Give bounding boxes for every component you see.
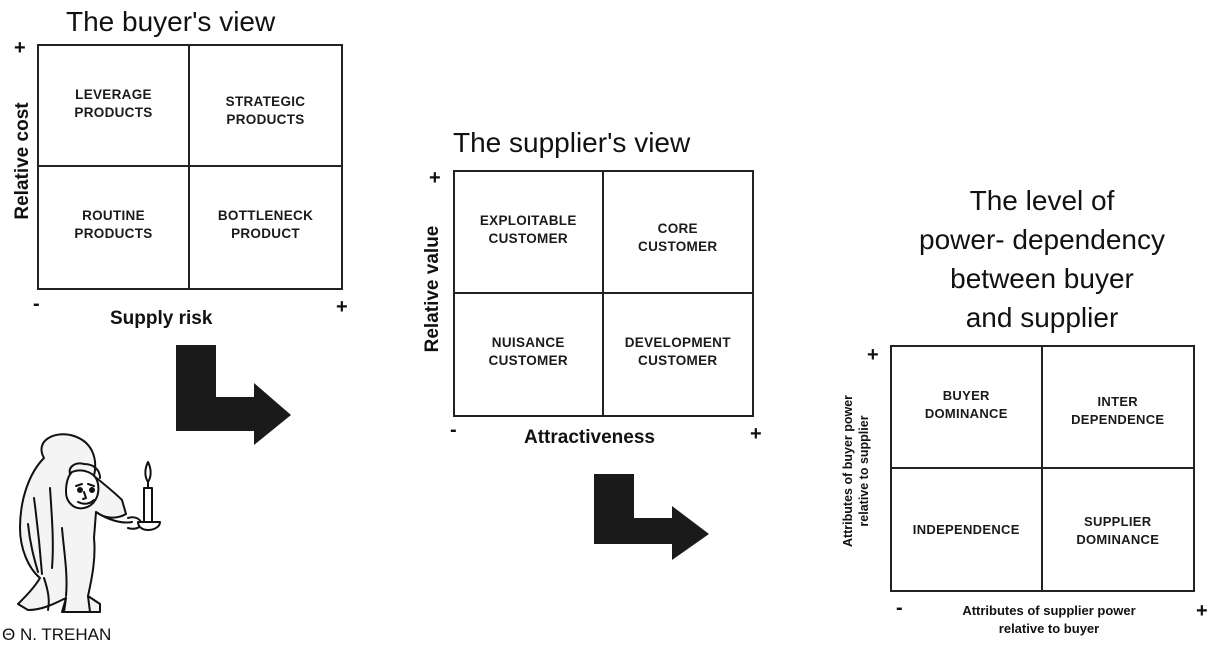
- power-cell-supplier-dominance: SUPPLIER DOMINANCE: [1043, 469, 1194, 591]
- cell-line: PRODUCTS: [74, 226, 153, 241]
- cell-line: LEVERAGE: [75, 87, 152, 102]
- cell-line: PRODUCTS: [74, 105, 153, 120]
- cell-line: ROUTINE: [82, 208, 145, 223]
- title-line: The level of: [969, 185, 1115, 216]
- arrow-down-right-icon: [176, 345, 291, 445]
- power-x-axis-label: Attributes of supplier power relative to…: [925, 602, 1173, 638]
- buyer-cell-routine: ROUTINE PRODUCTS: [39, 167, 190, 288]
- cell-line: INTER: [1097, 394, 1138, 409]
- buyer-matrix: LEVERAGE PRODUCTS STRATEGIC PRODUCTS ROU…: [37, 44, 343, 290]
- cell-line: EXPLOITABLE: [479, 213, 577, 228]
- arrow-down-right-icon: [594, 474, 709, 560]
- power-y-axis-label: Attributes of buyer power relative to su…: [840, 376, 872, 566]
- cell-line: PRODUCTS: [226, 112, 305, 127]
- buyer-y-plus: +: [14, 37, 26, 59]
- buyer-x-plus: +: [336, 296, 348, 318]
- cell-line: DOMINANCE: [1076, 531, 1160, 547]
- supplier-cell-exploitable: EXPLOITABLE CUSTOMER: [455, 172, 604, 294]
- buyer-x-minus: -: [33, 293, 40, 315]
- axis-line: Attributes of supplier power: [962, 603, 1136, 618]
- buyer-cell-leverage: LEVERAGE PRODUCTS: [39, 46, 190, 167]
- power-x-plus: +: [1196, 600, 1208, 622]
- axis-line: relative to buyer: [998, 621, 1100, 636]
- supplier-x-axis-label: Attractiveness: [524, 427, 655, 448]
- cell-line: CUSTOMER: [488, 231, 568, 246]
- supplier-x-minus: -: [450, 419, 457, 441]
- buyer-x-axis-label: Supply risk: [110, 308, 213, 329]
- supplier-view-title: The supplier's view: [453, 127, 691, 158]
- cell-line: CUSTOMER: [488, 352, 568, 368]
- power-cell-buyer-dominance: BUYER DOMINANCE: [892, 347, 1043, 469]
- buyer-cell-bottleneck: BOTTLENECK PRODUCT: [190, 167, 341, 288]
- supplier-cell-core: CORE CUSTOMER: [603, 172, 752, 294]
- power-y-plus: +: [867, 344, 879, 366]
- title-line: and supplier: [965, 302, 1119, 333]
- cell-line: INDEPENDENCE: [912, 521, 1020, 537]
- cell-line: CUSTOMER: [638, 239, 718, 254]
- cell-line: BUYER: [942, 388, 990, 403]
- power-matrix: BUYER DOMINANCE INTER DEPENDENCE INDEPEN…: [890, 345, 1195, 592]
- copyright-text: Θ N. TREHAN: [2, 625, 112, 644]
- supplier-y-axis-label: Relative value: [422, 225, 443, 353]
- supplier-cell-nuisance: NUISANCE CUSTOMER: [455, 293, 604, 415]
- title-line: power- dependency: [919, 224, 1165, 255]
- supplier-x-plus: +: [750, 423, 762, 445]
- supplier-cell-development: DEVELOPMENT CUSTOMER: [604, 294, 753, 416]
- buyer-cell-strategic: STRATEGIC PRODUCTS: [190, 46, 341, 167]
- cell-line: BOTTLENECK: [217, 208, 314, 223]
- cell-line: PRODUCT: [231, 226, 300, 241]
- buyer-y-axis-label: Relative cost: [12, 102, 33, 220]
- cell-line: DOMINANCE: [924, 406, 1008, 421]
- axis-line: Attributes of buyer power: [841, 394, 855, 548]
- cell-line: STRATEGIC: [225, 94, 306, 109]
- cell-line: DEVELOPMENT: [624, 334, 731, 350]
- axis-line: relative to supplier: [857, 415, 871, 527]
- cell-line: NUISANCE: [491, 334, 565, 350]
- supplier-y-plus: +: [429, 167, 441, 189]
- power-cell-interdependence: INTER DEPENDENCE: [1042, 347, 1193, 469]
- cell-line: CUSTOMER: [638, 352, 718, 368]
- buyer-view-title: The buyer's view: [66, 6, 276, 37]
- title-line: between buyer: [950, 263, 1134, 294]
- supplier-matrix: EXPLOITABLE CUSTOMER CORE CUSTOMER NUISA…: [453, 170, 754, 417]
- power-x-minus: -: [896, 597, 903, 619]
- hunchback-candle-illustration: [17, 433, 161, 613]
- cell-line: DEPENDENCE: [1071, 412, 1165, 427]
- cell-line: SUPPLIER: [1084, 513, 1152, 529]
- cell-line: CORE: [657, 221, 698, 236]
- power-dependency-title: The level of power- dependency between b…: [880, 181, 1204, 337]
- power-cell-independence: INDEPENDENCE: [892, 468, 1043, 590]
